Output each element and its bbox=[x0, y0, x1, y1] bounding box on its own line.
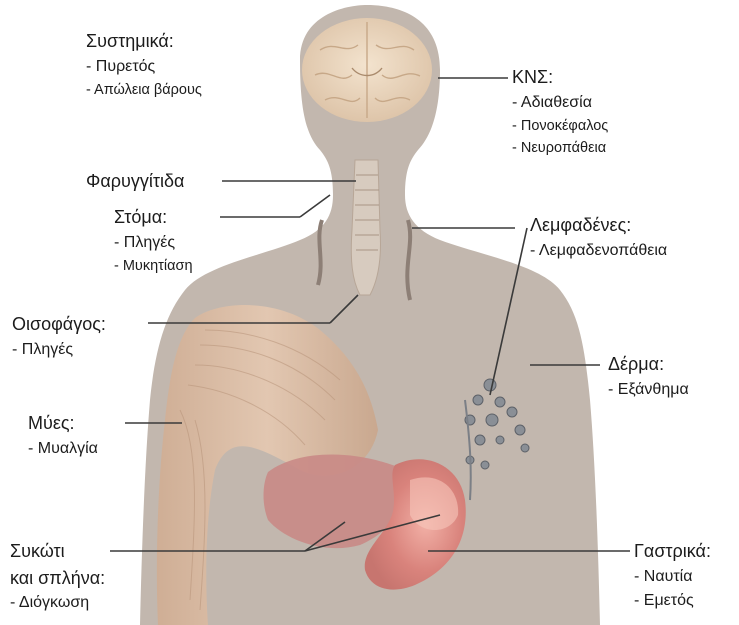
skin-heading: Δέρμα: bbox=[608, 353, 689, 376]
label-cns: ΚΝΣ: - Αδιαθεσία - Πονοκέφαλος - Νευροπά… bbox=[512, 66, 608, 157]
cns-item-neuropathy: - Νευροπάθεια bbox=[512, 139, 608, 157]
systemic-item-fever: - Πυρετός bbox=[86, 57, 202, 77]
neck-lymph-left bbox=[318, 220, 322, 285]
mouth-item-sores: - Πληγές bbox=[114, 233, 193, 253]
lymph-nodes-item-lymphadenopathy: - Λεμφαδενοπάθεια bbox=[530, 241, 667, 261]
muscles-item-myalgia: - Μυαλγία bbox=[28, 439, 98, 459]
muscles-heading: Μύες: bbox=[28, 412, 98, 435]
cns-item-malaise: - Αδιαθεσία bbox=[512, 93, 608, 113]
systemic-heading: Συστημικά: bbox=[86, 30, 202, 53]
label-pharyngitis: Φαρυγγίτιδα bbox=[86, 170, 184, 193]
systemic-item-weight-loss: - Απώλεια βάρους bbox=[86, 81, 202, 99]
esophagus-item-sores: - Πληγές bbox=[12, 340, 106, 360]
label-lymph-nodes: Λεμφαδένες: - Λεμφαδενοπάθεια bbox=[530, 214, 667, 261]
label-gastric: Γαστρικά: - Ναυτία - Εμετός bbox=[634, 540, 711, 611]
gastric-item-nausea: - Ναυτία bbox=[634, 567, 711, 587]
cns-heading: ΚΝΣ: bbox=[512, 66, 608, 89]
label-liver-spleen: Συκώτι και σπλήνα: - Διόγκωση bbox=[10, 540, 105, 613]
pharyngitis-heading: Φαρυγγίτιδα bbox=[86, 170, 184, 193]
gastric-item-vomiting: - Εμετός bbox=[634, 591, 711, 611]
esophagus-heading: Οισοφάγος: bbox=[12, 313, 106, 336]
skin-item-rash: - Εξάνθημα bbox=[608, 380, 689, 400]
cns-item-headache: - Πονοκέφαλος bbox=[512, 117, 608, 135]
mouth-heading: Στόμα: bbox=[114, 206, 193, 229]
liver-spleen-heading-line-1: Συκώτι bbox=[10, 540, 105, 563]
label-systemic: Συστημικά: - Πυρετός - Απώλεια βάρους bbox=[86, 30, 202, 99]
lymph-nodes-heading: Λεμφαδένες: bbox=[530, 214, 667, 237]
label-mouth: Στόμα: - Πληγές - Μυκητίαση bbox=[114, 206, 193, 275]
label-skin: Δέρμα: - Εξάνθημα bbox=[608, 353, 689, 400]
liver-spleen-item-enlargement: - Διόγκωση bbox=[10, 593, 105, 613]
label-esophagus: Οισοφάγος: - Πληγές bbox=[12, 313, 106, 360]
gastric-heading: Γαστρικά: bbox=[634, 540, 711, 563]
liver-spleen-heading-line-2: και σπλήνα: bbox=[10, 567, 105, 590]
label-muscles: Μύες: - Μυαλγία bbox=[28, 412, 98, 459]
mouth-item-candidiasis: - Μυκητίαση bbox=[114, 257, 193, 275]
